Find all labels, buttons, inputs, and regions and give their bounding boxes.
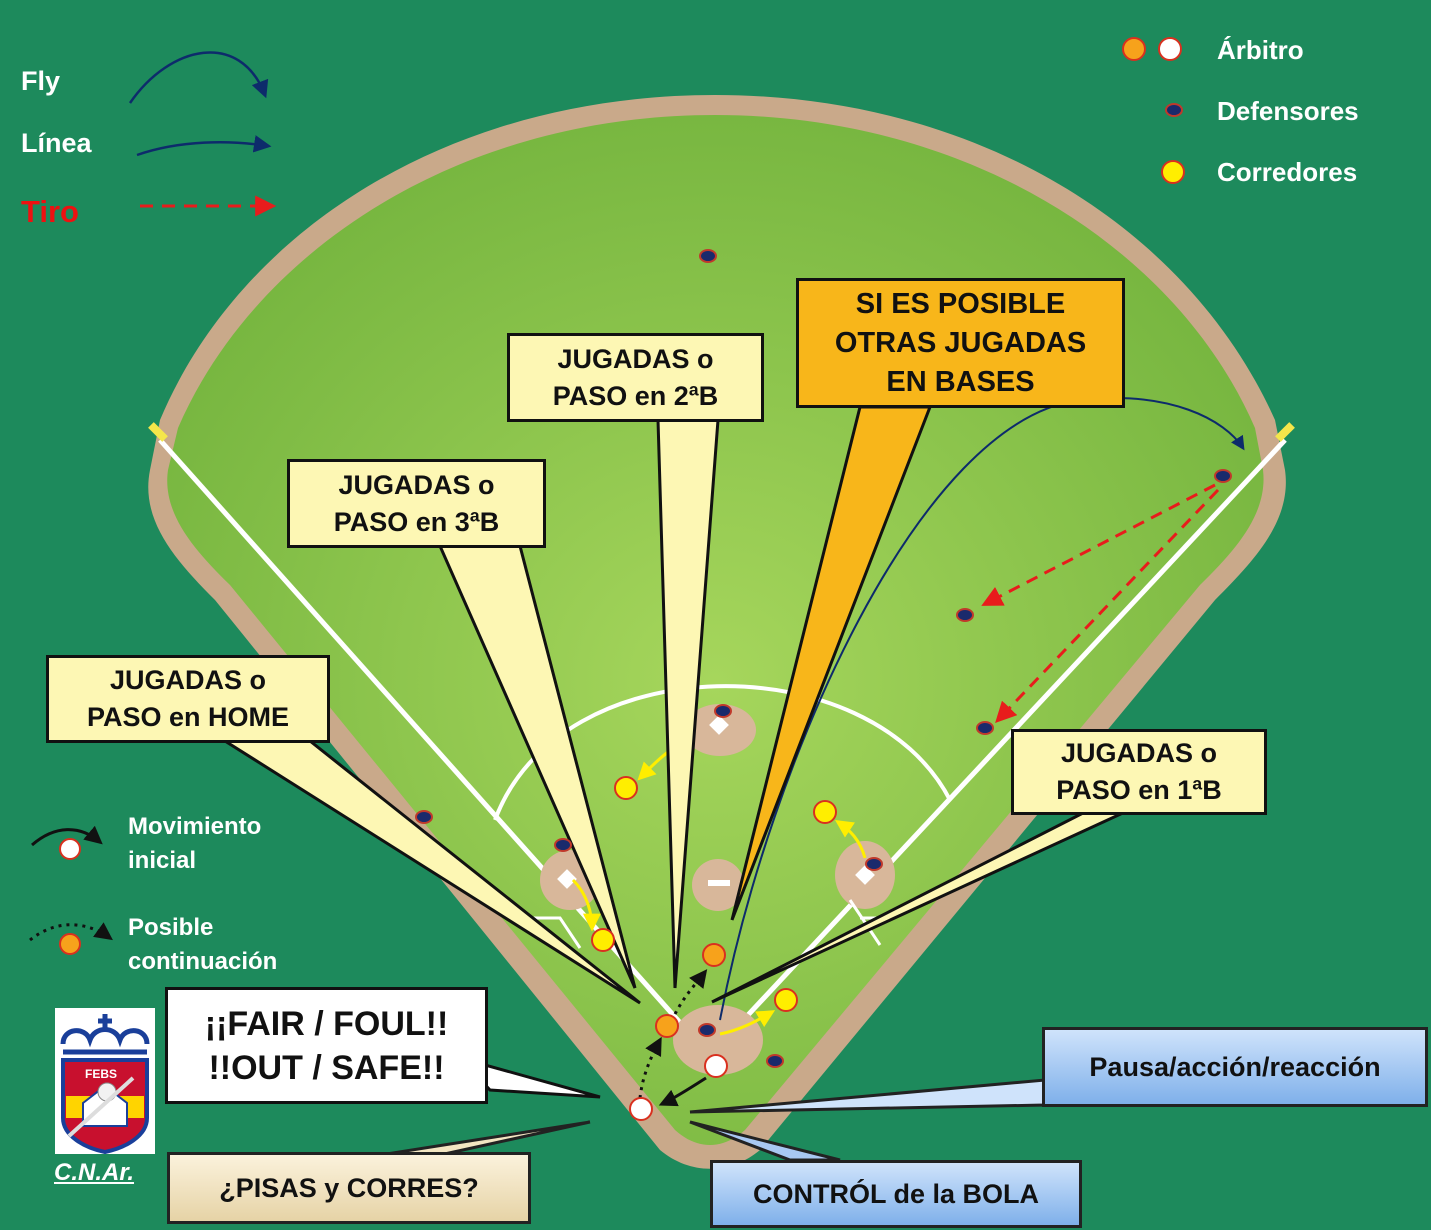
throw-to-first [995,488,1220,724]
pisas-text: ¿PISAS y CORRES? [219,1172,479,1203]
runner-arrow-3b [571,878,601,932]
primera-line1: JUGADAS o [1060,738,1217,768]
otras-line2: OTRAS JUGADAS [834,326,1087,359]
logo-emblem-text: FEBS [85,1067,117,1081]
left-foul-pole [148,422,168,442]
fly-ball-trajectory [719,397,1245,1021]
callout-pausa: Pausa/acción/reacción [1042,1027,1428,1107]
tercera-line1: JUGADAS o [338,469,495,500]
defender-second-relay [976,721,994,735]
crown-icon [60,1014,150,1055]
legend-linea: Línea [21,128,92,158]
defenders [415,249,1232,1068]
callout-fair-foul: ¡¡FAIR / FOUL!! !!OUT / SAFE!! [165,987,488,1104]
possible-continuation-icon [59,933,81,955]
primera-line2: PASO en 1ªB [1056,775,1222,805]
otras-line3: EN BASES [886,365,1035,398]
umpire-orange-2 [655,1014,679,1038]
umpire-white-1 [704,1054,728,1078]
possible-continuation-icon [29,922,113,942]
callout-home: JUGADAS o PASO en HOME [46,655,330,743]
movement-initial-line2: inicial [128,847,197,874]
segunda-line1: JUGADAS o [557,343,714,374]
umpire-icon [1158,37,1182,61]
key-defensores: Defensores [1217,96,1359,126]
second-base-bag [709,715,729,735]
movement-continuation-label: Posible continuación [128,911,277,979]
initial-move-icon [31,825,103,847]
umpire-orange-1 [702,943,726,967]
callout-control: CONTRÓL de la BOLA [710,1160,1082,1228]
fair-line1: ¡¡FAIR / FOUL!! [204,1004,449,1043]
logo-caption: C.N.Ar. [54,1159,135,1186]
line-arrow-icon [136,135,272,157]
runner-arrow-batter [719,1010,776,1036]
movement-continuation-line2: continuación [128,948,278,975]
callout-segunda: JUGADAS o PASO en 2ªB [507,333,764,422]
runner-1b [813,800,837,824]
umpire-move-solid [658,1076,707,1107]
defender-cutoff [956,608,974,622]
key-corredores: Corredores [1217,157,1358,187]
tercera-line2: PASO en 3ªB [333,506,500,537]
callout-otras-jugadas: SI ES POSIBLE OTRAS JUGADAS EN BASES [796,278,1125,408]
throw-to-cutoff [981,483,1216,606]
home-line1: JUGADAS o [109,665,266,695]
defender-pitcher-cover [766,1054,784,1068]
pitchers-rubber [708,880,730,886]
defender-third-base [554,838,572,852]
cnar-logo: FEBS [55,1008,155,1154]
umpire-white-2 [629,1097,653,1121]
defender-center-field [699,249,717,263]
control-text: CONTRÓL de la BOLA [752,1178,1040,1209]
initial-move-icon [59,838,81,860]
defender-first-base [865,857,883,871]
runner-3b [591,928,615,952]
defender-catcher [698,1023,716,1037]
pausa-text: Pausa/acción/reacción [1089,1051,1381,1082]
runner-icon [1161,160,1185,184]
legend-fly: Fly [21,66,61,96]
first-base-line [718,438,1287,1047]
runner-2b [614,776,638,800]
runner-arrow-2b [637,750,669,781]
umpire-icon [1122,37,1146,61]
runners [591,776,837,1012]
legend-tiro: Tiro [21,194,79,229]
home-plate-dirt [673,1005,763,1075]
key-arbitro: Árbitro [1217,35,1304,65]
home-line2: PASO en HOME [86,702,290,732]
right-foul-pole [1275,422,1295,442]
fair-line2: !!OUT / SAFE!! [208,1048,445,1087]
callout-pisas: ¿PISAS y CORRES? [167,1152,531,1224]
callout-primera: JUGADAS o PASO en 1ªB [1011,729,1267,815]
segunda-line2: PASO en 2ªB [552,380,719,411]
callout-tercera: JUGADAS o PASO en 3ªB [287,459,546,548]
movement-continuation-line1: Posible [128,914,214,941]
third-base-bag [557,869,577,889]
movement-initial-label: Movimiento inicial [128,810,261,878]
runner-batter [774,988,798,1012]
otras-line1: SI ES POSIBLE [855,287,1066,320]
defender-second-base [714,704,732,718]
pointer-pisas [379,1120,591,1157]
fly-arrow-icon [128,51,269,104]
runner-arrow-1b [835,820,867,859]
defender-right-field [1214,469,1232,483]
defender-shortstop [415,810,433,824]
defender-icon [1165,103,1183,117]
movement-initial-line1: Movimiento [128,813,262,840]
